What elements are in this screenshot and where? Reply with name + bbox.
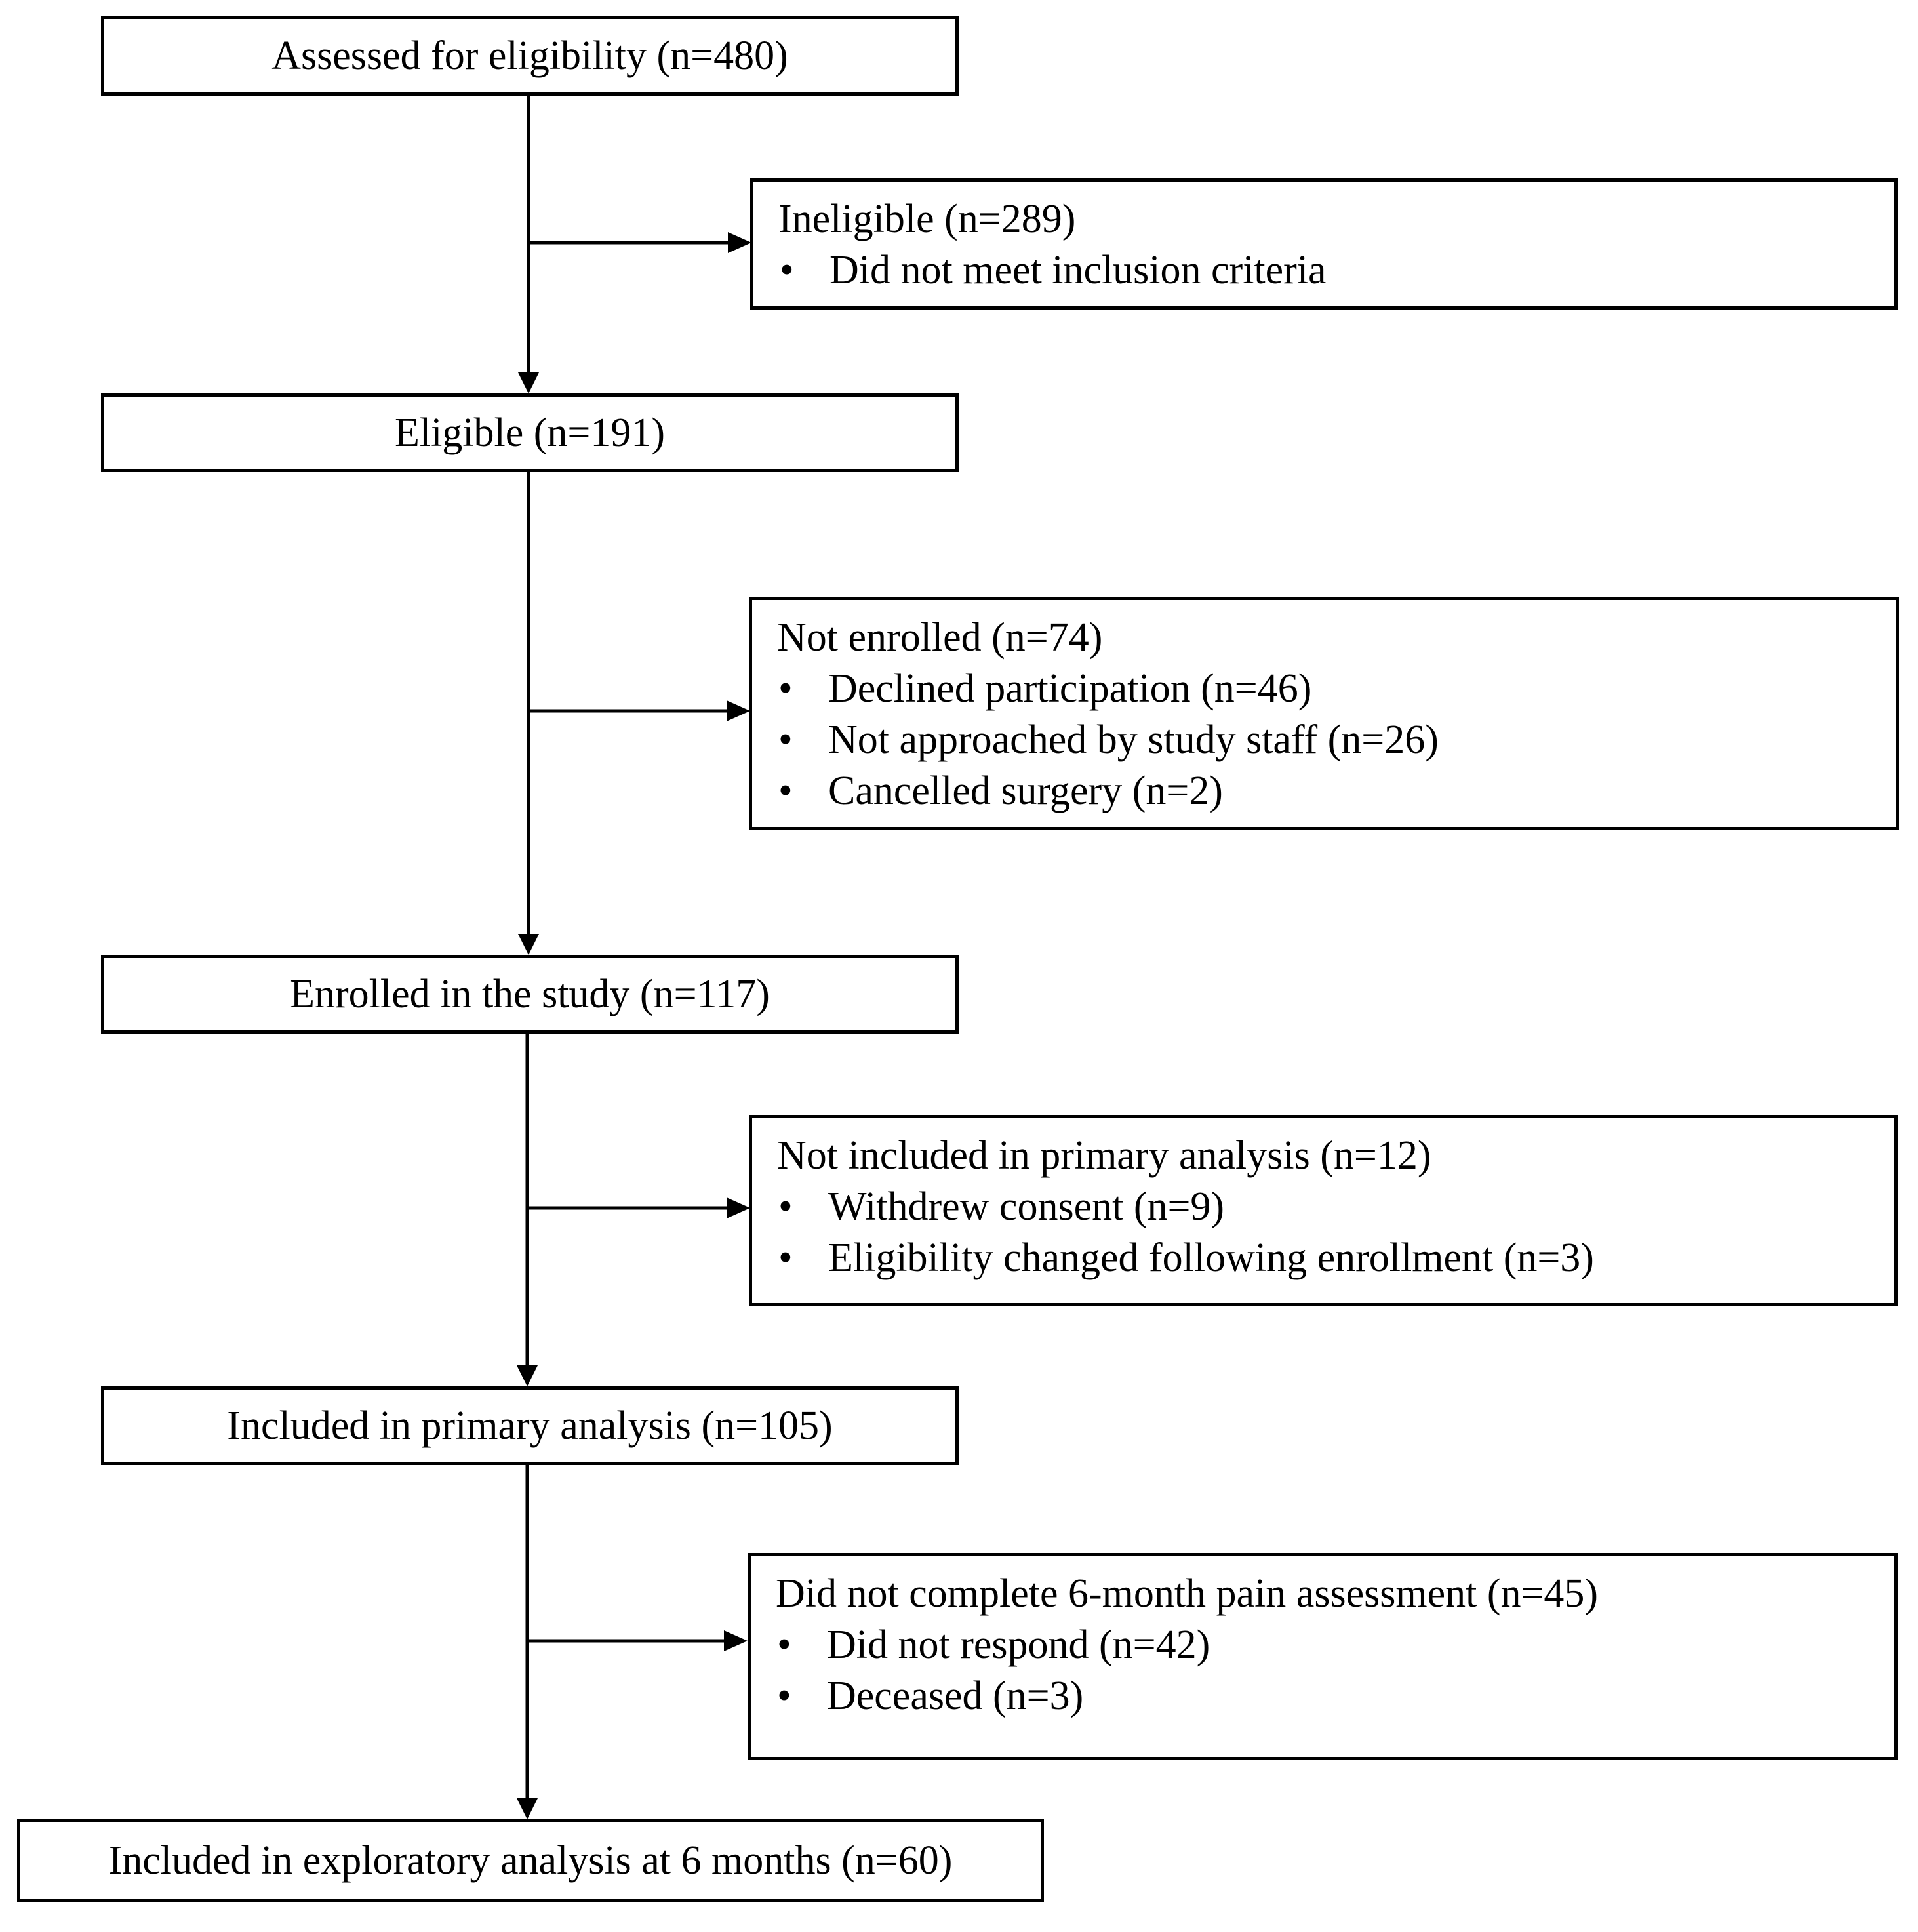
ineligible-reasons: •Did not meet inclusion criteria bbox=[778, 245, 1894, 296]
box-not-enrolled: Not enrolled (n=74) •Declined participat… bbox=[749, 597, 1899, 830]
list-item: •Deceased (n=3) bbox=[776, 1670, 1894, 1721]
list-item: •Eligibility changed following enrollmen… bbox=[777, 1232, 1894, 1283]
bullet-icon: • bbox=[777, 1622, 791, 1667]
list-item: •Did not meet inclusion criteria bbox=[778, 245, 1894, 296]
box-eligible: Eligible (n=191) bbox=[101, 393, 959, 472]
bullet-icon: • bbox=[778, 769, 793, 813]
bullet-icon: • bbox=[778, 1236, 793, 1280]
bullet-icon: • bbox=[780, 248, 794, 292]
bullet-icon: • bbox=[778, 1184, 793, 1229]
not-enrolled-reasons: •Declined participation (n=46) •Not appr… bbox=[777, 663, 1896, 816]
arrowhead-not-completed-6mo bbox=[724, 1630, 748, 1651]
ineligible-title: Ineligible (n=289) bbox=[778, 197, 1076, 241]
box-ineligible: Ineligible (n=289) •Did not meet inclusi… bbox=[750, 178, 1898, 310]
arrowhead-primary bbox=[517, 1365, 538, 1386]
not-completed-6mo-title: Did not complete 6-month pain assessment… bbox=[776, 1571, 1599, 1616]
box-enrolled: Enrolled in the study (n=117) bbox=[101, 955, 959, 1034]
arrowhead-enrolled bbox=[518, 934, 539, 955]
list-item: •Did not respond (n=42) bbox=[776, 1619, 1894, 1670]
not-included-primary-title: Not included in primary analysis (n=12) bbox=[777, 1133, 1431, 1178]
list-item: •Cancelled surgery (n=2) bbox=[777, 765, 1896, 816]
enrolled-label: Enrolled in the study (n=117) bbox=[290, 972, 770, 1016]
box-not-included-primary: Not included in primary analysis (n=12) … bbox=[749, 1115, 1898, 1306]
eligible-label: Eligible (n=191) bbox=[394, 411, 666, 455]
box-included-primary: Included in primary analysis (n=105) bbox=[101, 1386, 959, 1465]
arrowhead-not-enrolled bbox=[727, 700, 750, 721]
bullet-icon: • bbox=[778, 717, 793, 762]
not-enrolled-title: Not enrolled (n=74) bbox=[777, 615, 1103, 660]
not-included-primary-reasons: •Withdrew consent (n=9) •Eligibility cha… bbox=[777, 1181, 1894, 1283]
assessed-label: Assessed for eligibility (n=480) bbox=[271, 33, 788, 78]
included-exploratory-label: Included in exploratory analysis at 6 mo… bbox=[108, 1838, 953, 1883]
box-included-exploratory: Included in exploratory analysis at 6 mo… bbox=[17, 1819, 1044, 1902]
arrowhead-exploratory bbox=[517, 1798, 538, 1819]
arrowhead-not-included-primary bbox=[727, 1197, 750, 1218]
list-item: •Not approached by study staff (n=26) bbox=[777, 714, 1896, 765]
list-item: •Withdrew consent (n=9) bbox=[777, 1181, 1894, 1232]
bullet-icon: • bbox=[778, 666, 793, 711]
box-not-completed-6mo: Did not complete 6-month pain assessment… bbox=[748, 1553, 1898, 1760]
included-primary-label: Included in primary analysis (n=105) bbox=[227, 1403, 833, 1448]
bullet-icon: • bbox=[777, 1674, 791, 1718]
box-assessed: Assessed for eligibility (n=480) bbox=[101, 16, 959, 96]
arrowhead-ineligible bbox=[728, 232, 751, 253]
arrowhead-eligible bbox=[518, 372, 539, 393]
not-completed-6mo-reasons: •Did not respond (n=42) •Deceased (n=3) bbox=[776, 1619, 1894, 1721]
list-item: •Declined participation (n=46) bbox=[777, 663, 1896, 714]
